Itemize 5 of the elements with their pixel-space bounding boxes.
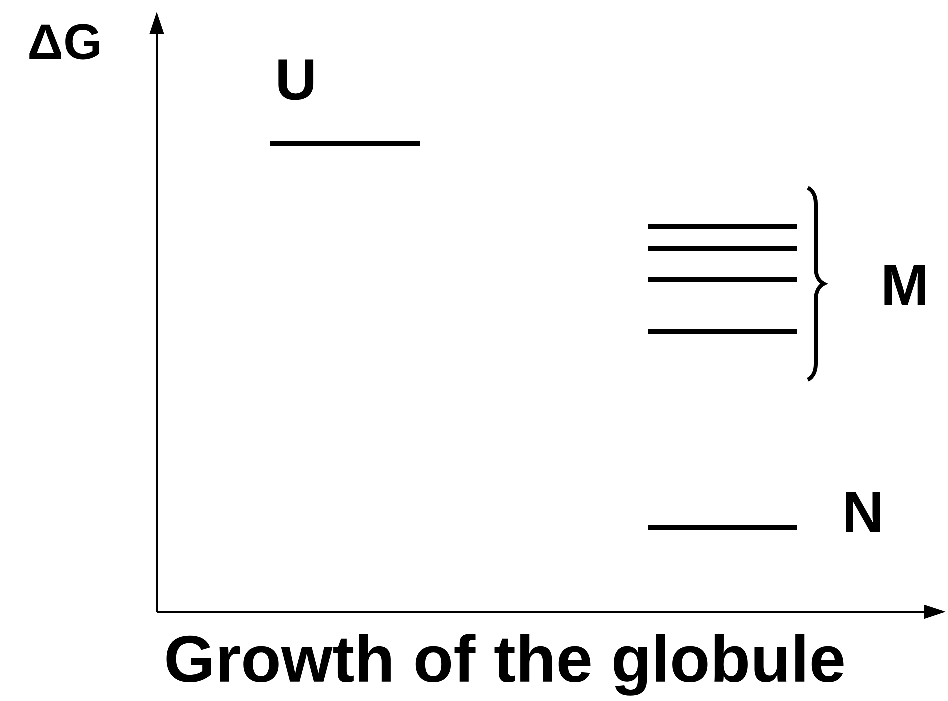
- level-label: N: [846, 492, 880, 532]
- level-label: U: [278, 60, 314, 100]
- axis-label: Growth of the globule: [166, 634, 844, 696]
- axis-label: ΔG: [30, 24, 100, 60]
- bracket-label: M: [884, 265, 926, 305]
